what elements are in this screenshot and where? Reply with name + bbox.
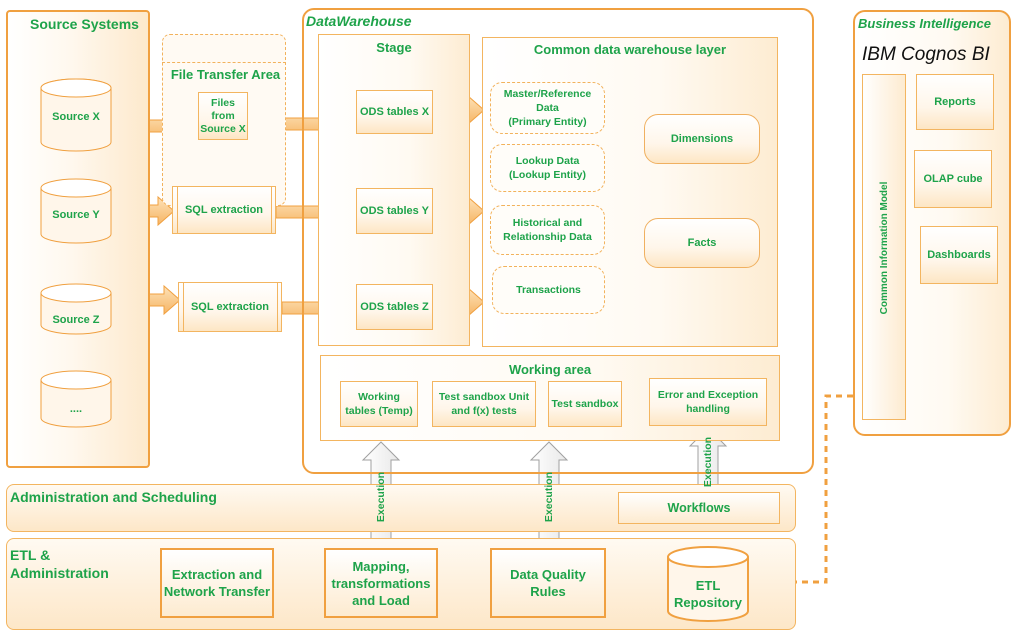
workflows: Workflows	[618, 492, 780, 524]
source-z-label: Source Z	[52, 314, 100, 326]
extraction-network-transfer: Extraction and Network Transfer	[160, 548, 274, 618]
source-more-label: ....	[69, 403, 83, 415]
datawarehouse-title: DataWarehouse	[306, 13, 412, 29]
source-more-cylinder: ....	[40, 370, 112, 428]
sql-extraction-z-edge-r	[277, 282, 278, 332]
source-x-cylinder: Source X	[40, 78, 112, 152]
source-y-cylinder: Source Y	[40, 178, 112, 244]
datawarehouse-panel	[302, 8, 814, 474]
ods-tables-y: ODS tables Y	[356, 188, 433, 234]
facts: Facts	[644, 218, 760, 268]
source-systems-title: Source Systems	[30, 16, 139, 32]
bi-reports: Reports	[916, 74, 994, 130]
bi-olap-cube: OLAP cube	[914, 150, 992, 208]
etl-repository-cylinder: ETL Repository	[666, 545, 750, 623]
etl-admin-title: ETL & Administration	[10, 547, 109, 581]
execution-label-workflows: Execution	[702, 436, 714, 488]
execution-label-quality: Execution	[543, 471, 555, 523]
transactions: Transactions	[492, 266, 605, 314]
common-layer-title: Common data warehouse layer	[533, 42, 727, 57]
ods-tables-z: ODS tables Z	[356, 284, 433, 330]
bi-product: IBM Cognos BI	[862, 44, 990, 65]
sql-extraction-z-edge-l	[183, 282, 184, 332]
historical-relationship-data: Historical and Relationship Data	[490, 205, 605, 255]
file-transfer-divider	[162, 62, 286, 63]
bi-dashboards: Dashboards	[920, 226, 998, 284]
source-y-label: Source Y	[52, 209, 100, 221]
etl-repository-label: ETL Repository	[674, 578, 742, 610]
test-sandbox-unit: Test sandbox Unit and f(x) tests	[432, 381, 536, 427]
lookup-data: Lookup Data (Lookup Entity)	[490, 144, 605, 192]
sql-extraction-y: SQL extraction	[172, 186, 276, 234]
sql-extraction-y-edge-l	[177, 186, 178, 234]
files-from-source-x: Files from Source X	[198, 92, 248, 140]
mapping-transformations-load: Mapping, transformations and Load	[324, 548, 438, 618]
sql-extraction-y-edge-r	[271, 186, 272, 234]
source-z-cylinder: Source Z	[40, 283, 112, 335]
common-information-model-label: Common Information Model	[879, 181, 890, 315]
dimensions: Dimensions	[644, 114, 760, 164]
common-information-model: Common Information Model	[862, 74, 906, 420]
master-reference-data: Master/Reference Data (Primary Entity)	[490, 82, 605, 134]
ods-tables-x: ODS tables X	[356, 90, 433, 134]
admin-scheduling-title: Administration and Scheduling	[10, 489, 217, 505]
stage-title: Stage	[376, 40, 412, 55]
data-quality-rules: Data Quality Rules	[490, 548, 606, 618]
test-sandbox: Test sandbox	[548, 381, 622, 427]
execution-label-mapping: Execution	[375, 471, 387, 523]
sql-extraction-z: SQL extraction	[178, 282, 282, 332]
file-transfer-title: File Transfer Area	[170, 67, 281, 82]
source-x-label: Source X	[52, 111, 100, 123]
working-tables: Working tables (Temp)	[340, 381, 418, 427]
error-exception-handling: Error and Exception handling	[649, 378, 767, 426]
bi-title: Business Intelligence	[858, 16, 991, 31]
working-area-title: Working area	[508, 362, 592, 377]
